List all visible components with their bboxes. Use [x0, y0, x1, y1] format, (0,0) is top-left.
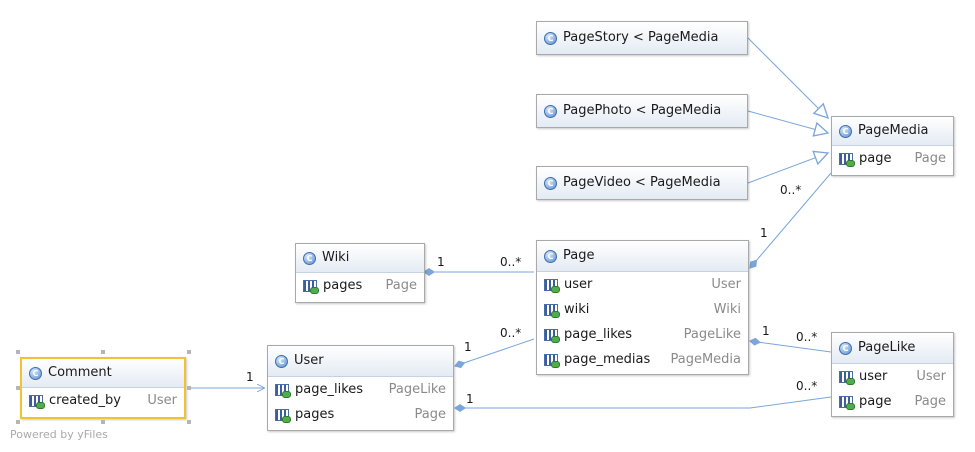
watermark-text: Powered by yFiles — [10, 428, 108, 441]
generalization-pagevideo-pagemedia — [747, 153, 828, 184]
resize-handle[interactable] — [187, 420, 191, 424]
field-name: page_likes — [295, 382, 364, 397]
class-name: User — [294, 353, 324, 368]
class-node-pagelike[interactable]: C PageLike user User page Page — [831, 332, 954, 417]
field-icon — [544, 328, 560, 343]
resize-handle[interactable] — [187, 386, 191, 390]
multiplicity-user-page-many: 0..* — [500, 326, 522, 340]
field-name: pages — [295, 407, 335, 422]
field-type: PageLike — [388, 382, 446, 397]
class-icon: C — [275, 354, 288, 368]
field-row[interactable]: page_likes PageLike — [268, 377, 453, 402]
field-type: PageMedia — [670, 352, 741, 367]
multiplicity-pagemedia-page-many: 0..* — [780, 183, 802, 197]
field-type: PageLike — [683, 327, 741, 342]
multiplicity-user-pagelike-many: 0..* — [796, 379, 818, 393]
class-icon: C — [544, 31, 557, 45]
class-name: PageLike — [858, 340, 916, 355]
field-row[interactable]: page Page — [832, 146, 953, 171]
field-type: Page — [914, 394, 946, 409]
association-page-pagelike — [749, 337, 832, 353]
class-icon: C — [544, 249, 557, 263]
field-row[interactable]: pages Page — [296, 273, 424, 298]
class-name: PageStory < PageMedia — [563, 30, 719, 45]
field-row[interactable]: pages Page — [268, 402, 453, 427]
class-icon: C — [839, 341, 852, 355]
multiplicity-user-pagelike-one: 1 — [466, 392, 474, 406]
class-node-comment[interactable]: C Comment created_by User — [20, 357, 186, 419]
field-icon — [29, 394, 45, 409]
association-user-page — [454, 338, 535, 369]
multiplicity-pagemedia-page-one: 1 — [760, 226, 768, 240]
field-icon — [303, 279, 319, 294]
class-icon: C — [29, 366, 42, 380]
multiplicity-wiki-page-many: 0..* — [500, 255, 522, 269]
class-icon: C — [303, 251, 316, 265]
field-name: page_likes — [564, 327, 633, 342]
class-node-pagemedia[interactable]: C PageMedia page Page — [831, 116, 954, 176]
field-icon — [544, 278, 560, 293]
class-name: Comment — [48, 365, 112, 380]
field-name: page — [859, 394, 892, 409]
multiplicity-page-pagelike-many: 0..* — [796, 330, 818, 344]
class-icon: C — [544, 104, 557, 118]
field-icon — [544, 353, 560, 368]
class-node-pagephoto[interactable]: C PagePhoto < PageMedia — [536, 94, 748, 128]
class-icon: C — [544, 176, 557, 190]
field-name: user — [859, 369, 888, 384]
field-row[interactable]: created_by User — [22, 388, 184, 413]
generalization-pagephoto-pagemedia — [747, 110, 828, 133]
field-row[interactable]: page Page — [832, 389, 953, 414]
association-pagemedia-page — [749, 172, 832, 269]
class-node-user[interactable]: C User page_likes PageLike pages Page — [267, 345, 454, 431]
multiplicity-wiki-page-one: 1 — [437, 255, 445, 269]
field-type: Page — [385, 278, 417, 293]
multiplicity-page-pagelike-one: 1 — [762, 324, 770, 338]
field-type: User — [711, 277, 741, 292]
resize-handle[interactable] — [101, 350, 105, 354]
field-icon — [839, 370, 855, 385]
field-name: pages — [323, 278, 363, 293]
resize-handle[interactable] — [187, 350, 191, 354]
class-name: Page — [563, 248, 595, 263]
field-icon — [275, 408, 291, 423]
class-name: PageMedia — [858, 123, 929, 138]
resize-handle[interactable] — [101, 420, 105, 424]
class-name: Wiki — [322, 250, 350, 265]
field-name: wiki — [564, 302, 590, 317]
multiplicity-user-page-one: 1 — [464, 340, 472, 354]
field-type: Page — [414, 407, 446, 422]
class-node-pagevideo[interactable]: C PageVideo < PageMedia — [536, 166, 748, 200]
resize-handle[interactable] — [16, 350, 20, 354]
field-row[interactable]: wiki Wiki — [537, 297, 748, 322]
class-node-page[interactable]: C Page user User wiki Wiki page_likes Pa… — [536, 240, 749, 375]
field-type: Page — [914, 151, 946, 166]
association-user-pagelike — [454, 396, 832, 412]
field-icon — [839, 395, 855, 410]
generalization-pagestory-pagemedia — [747, 37, 828, 118]
field-row[interactable]: user User — [537, 272, 748, 297]
class-node-wiki[interactable]: C Wiki pages Page — [295, 243, 425, 303]
field-name: created_by — [49, 393, 121, 408]
field-row[interactable]: page_medias PageMedia — [537, 347, 748, 372]
field-icon — [275, 383, 291, 398]
field-type: User — [916, 369, 946, 384]
field-icon — [839, 152, 855, 167]
field-type: User — [147, 393, 177, 408]
class-icon: C — [839, 124, 852, 138]
field-type: Wiki — [713, 302, 741, 317]
field-name: page_medias — [564, 352, 651, 367]
field-name: page — [859, 151, 892, 166]
resize-handle[interactable] — [16, 386, 20, 390]
class-node-pagestory[interactable]: C PageStory < PageMedia — [536, 21, 748, 55]
field-icon — [544, 303, 560, 318]
class-name: PageVideo < PageMedia — [563, 175, 721, 190]
resize-handle[interactable] — [16, 420, 20, 424]
field-row[interactable]: user User — [832, 364, 953, 389]
field-name: user — [564, 277, 593, 292]
field-row[interactable]: page_likes PageLike — [537, 322, 748, 347]
class-name: PagePhoto < PageMedia — [563, 103, 722, 118]
multiplicity-comment-user-one: 1 — [246, 370, 254, 384]
